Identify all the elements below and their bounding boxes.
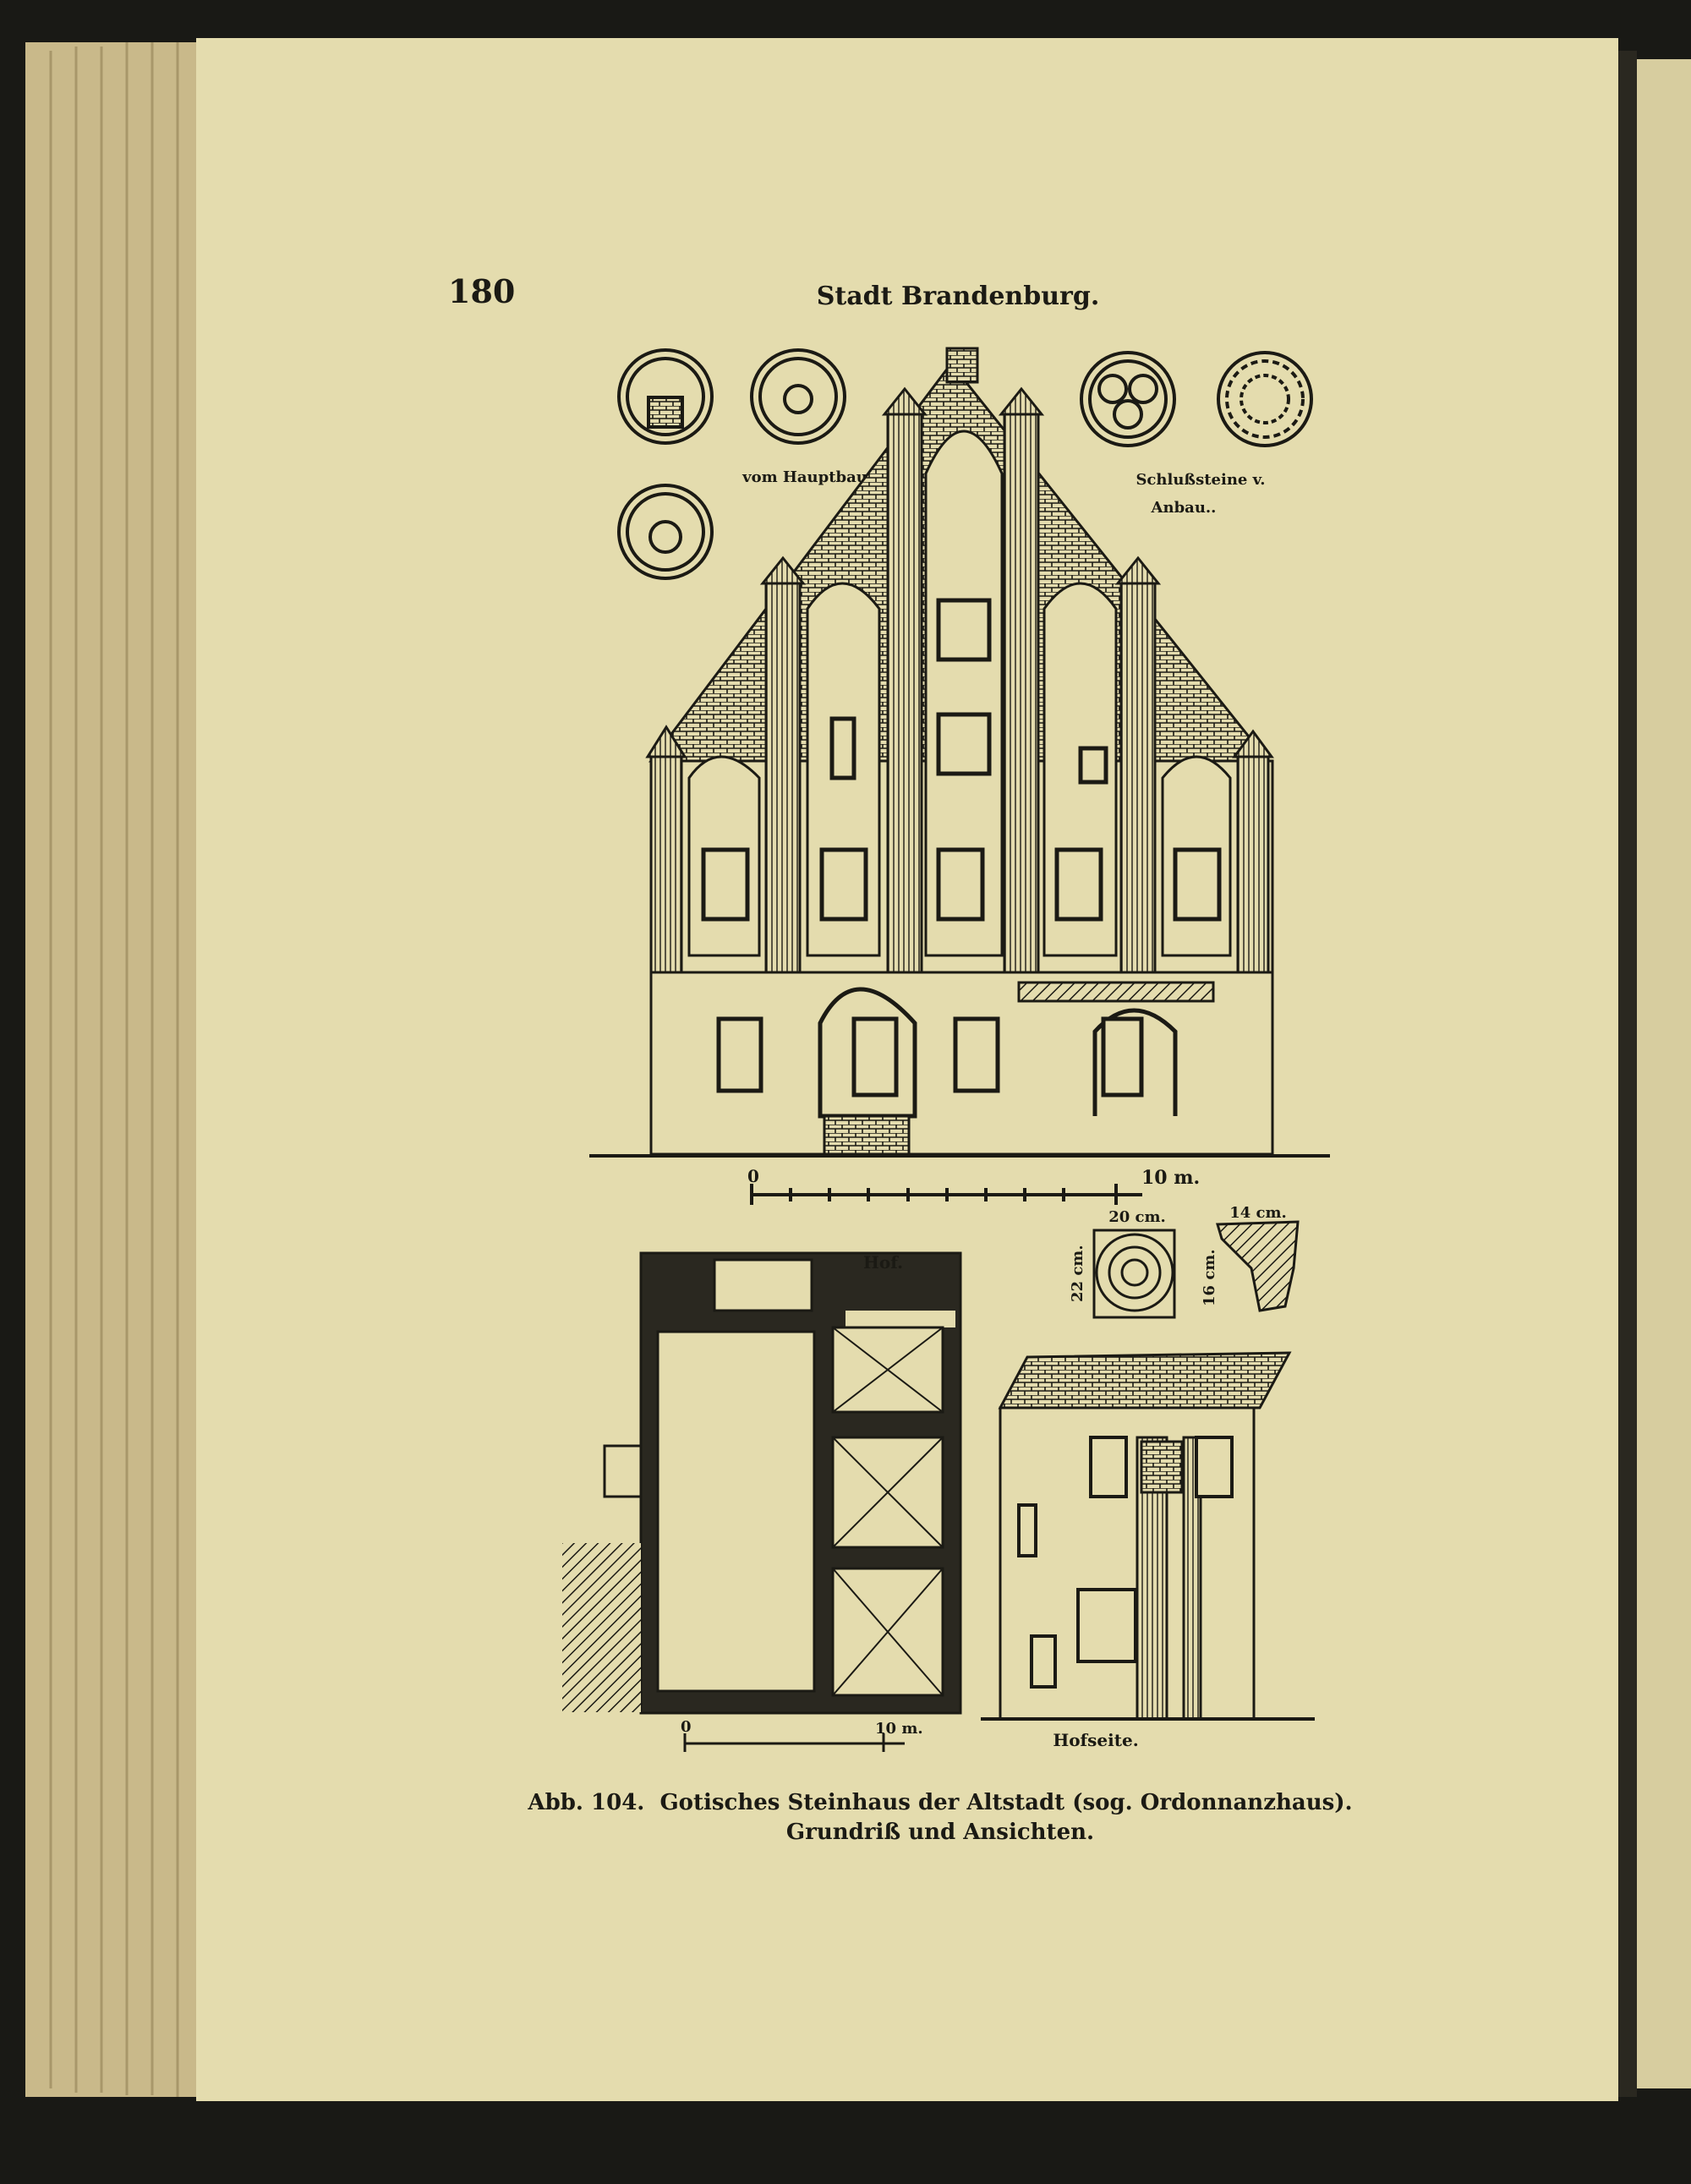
medallion-trefoil [1080,351,1176,447]
medallion-face [750,348,846,445]
plan-courtyard-label: Hof. [863,1252,903,1273]
running-head: Stadt Brandenburg. [817,282,1100,311]
plan-scale-bar [683,1733,905,1752]
label-annex-line1: Schlußsteine v. [1136,471,1265,489]
profile-height-label: 16 cm. [1201,1249,1218,1306]
courtyard-elevation-drawing [981,1351,1315,1721]
caption-line-1: Abb. 104. Gotisches Steinhaus der Altsta… [527,1790,1352,1815]
main-facade-drawing [589,347,1330,1158]
profile-width-label: 14 cm. [1229,1204,1287,1222]
floor-plan-drawing [562,1251,962,1715]
caption-line-2: Grundriß und Ansichten. [786,1820,1094,1845]
label-main-building: vom Hauptbau [742,468,867,486]
page-number: 180 [448,272,515,310]
facade-scale-end: 10 m. [1141,1167,1200,1189]
medallion-coat-of-arms [617,348,714,445]
courtyard-side-label: Hofseite. [1053,1730,1138,1750]
beam-section-drawing [1092,1220,1300,1319]
beam-height-label: 22 cm. [1069,1245,1086,1302]
beam-width-label: 20 cm. [1108,1208,1166,1226]
facade-scale-start: 0 [747,1166,759,1186]
facade-scale-bar [750,1184,1142,1205]
medallion-rosette [1217,351,1313,447]
medallion-curly-head [617,484,714,580]
plan-scale-start: 0 [681,1718,692,1736]
keystone-medallions [617,348,1313,580]
plan-scale-end: 10 m. [875,1720,923,1738]
label-annex-line2: Anbau.. [1151,499,1217,517]
